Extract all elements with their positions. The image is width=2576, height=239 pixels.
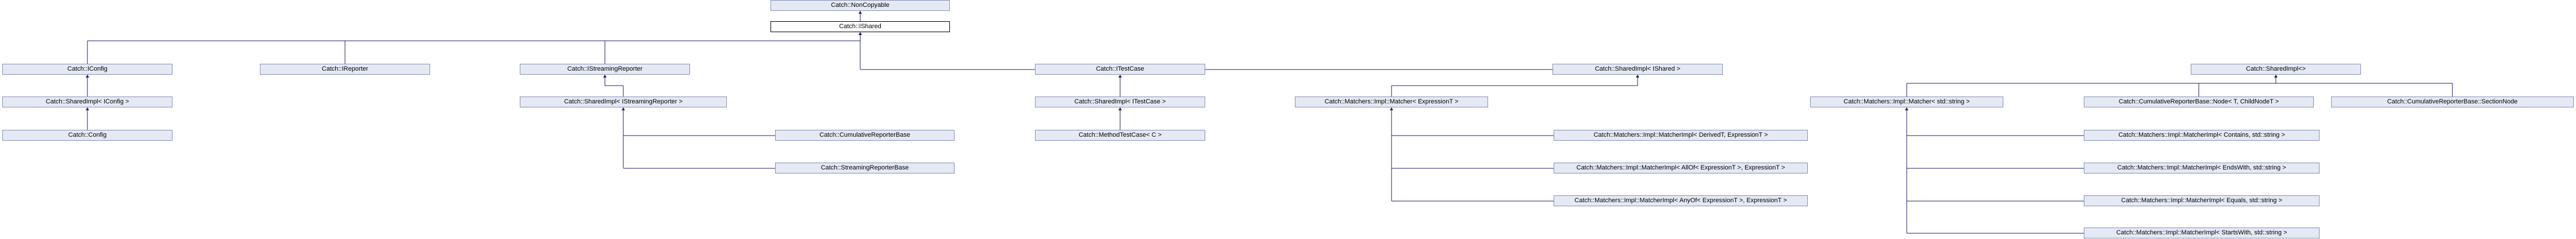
inheritance-arrowhead — [603, 75, 607, 78]
inheritance-arrowhead — [858, 32, 862, 35]
class-node[interactable]: Catch::CumulativeReporterBase — [775, 130, 954, 141]
class-node[interactable]: Catch::MethodTestCase< C > — [1035, 130, 1205, 141]
class-node[interactable]: Catch::NonCopyable — [770, 0, 950, 11]
class-node-label: Catch::CumulativeReporterBase — [819, 132, 910, 138]
class-node-label: Catch::Matchers::Impl::MatcherImpl< Deri… — [1593, 132, 1768, 138]
class-node-label: Catch::SharedImpl<> — [2246, 65, 2306, 72]
class-node-label: Catch::Matchers::Impl::MatcherImpl< AllO… — [1576, 164, 1785, 171]
inheritance-arrowhead — [1905, 107, 1908, 110]
inheritance-arrowhead — [858, 32, 862, 35]
inheritance-arrowhead — [2274, 75, 2278, 78]
class-node[interactable]: Catch::Matchers::Impl::Matcher< Expressi… — [1295, 97, 1488, 107]
class-node-label: Catch::Matchers::Impl::MatcherImpl< Ends… — [2117, 164, 2286, 171]
class-node[interactable]: Catch::StreamingReporterBase — [775, 163, 954, 174]
class-node-label: Catch::IReporter — [321, 65, 369, 72]
class-node-label: Catch::Matchers::Impl::MatcherImpl< Star… — [2116, 229, 2287, 236]
class-node-label: Catch::Config — [68, 132, 107, 138]
inheritance-arrowhead — [1636, 75, 1639, 78]
class-node-label: Catch::IStreamingReporter — [567, 65, 643, 72]
inheritance-arrowhead — [86, 107, 89, 110]
class-node-label: Catch::Matchers::Impl::MatcherImpl< Cont… — [2118, 132, 2285, 138]
class-node[interactable]: Catch::ITestCase — [1035, 64, 1205, 75]
class-node[interactable]: Catch::Matchers::Impl::MatcherImpl< AnyO… — [1554, 195, 1808, 206]
class-node-label: Catch::SharedImpl< IShared > — [1594, 65, 1681, 72]
class-node-label: Catch::StreamingReporterBase — [821, 164, 909, 171]
class-node-label: Catch::ITestCase — [1096, 65, 1144, 72]
inheritance-arrowhead — [1118, 75, 1122, 78]
class-node[interactable]: Catch::Config — [2, 130, 172, 141]
class-node-label: Catch::Matchers::Impl::Matcher< std::str… — [1843, 98, 1970, 105]
class-node[interactable]: Catch::Matchers::Impl::MatcherImpl< Deri… — [1554, 130, 1808, 141]
class-node-label: Catch::CumulativeReporterBase::Node< T, … — [2118, 98, 2279, 105]
class-node[interactable]: Catch::Matchers::Impl::MatcherImpl< Star… — [2084, 228, 2320, 238]
inheritance-arrowhead — [622, 107, 625, 110]
class-node-label: Catch::Matchers::Impl::MatcherImpl< Equa… — [2121, 197, 2282, 204]
class-node[interactable]: Catch::CumulativeReporterBase::Node< T, … — [2084, 97, 2314, 107]
class-node[interactable]: Catch::Matchers::Impl::Matcher< std::str… — [1810, 97, 2003, 107]
class-node-label: Catch::SharedImpl< IConfig > — [45, 98, 129, 105]
class-node-label: Catch::IShared — [839, 23, 881, 30]
class-node[interactable]: Catch::Matchers::Impl::MatcherImpl< AllO… — [1554, 163, 1808, 174]
class-node[interactable]: Catch::IConfig — [2, 64, 172, 75]
class-node[interactable]: Catch::IStreamingReporter — [520, 64, 690, 75]
class-node-label: Catch::CumulativeReporterBase::SectionNo… — [2387, 98, 2518, 105]
class-node[interactable]: Catch::SharedImpl< IConfig > — [2, 97, 172, 107]
inheritance-arrowhead — [1390, 107, 1393, 110]
class-node[interactable]: Catch::SharedImpl< IShared > — [1552, 64, 1723, 75]
inheritance-arrowhead — [86, 75, 89, 78]
class-node-label: Catch::IConfig — [67, 65, 108, 72]
class-node[interactable]: Catch::IShared — [770, 21, 950, 32]
class-node[interactable]: Catch::Matchers::Impl::MatcherImpl< Cont… — [2084, 130, 2320, 141]
class-node-label: Catch::Matchers::Impl::MatcherImpl< AnyO… — [1574, 197, 1787, 204]
class-node-label: Catch::SharedImpl< IStreamingReporter > — [564, 98, 683, 105]
class-node[interactable]: Catch::IReporter — [260, 64, 430, 75]
class-node-label: Catch::SharedImpl< ITestCase > — [1074, 98, 1166, 105]
class-node[interactable]: Catch::SharedImpl<> — [2191, 64, 2361, 75]
class-node[interactable]: Catch::Matchers::Impl::MatcherImpl< Ends… — [2084, 163, 2320, 174]
class-node[interactable]: Catch::SharedImpl< ITestCase > — [1035, 97, 1205, 107]
class-node-label: Catch::Matchers::Impl::Matcher< Expressi… — [1324, 98, 1459, 105]
class-node[interactable]: Catch::CumulativeReporterBase::SectionNo… — [2331, 97, 2574, 107]
class-node[interactable]: Catch::Matchers::Impl::MatcherImpl< Equa… — [2084, 195, 2320, 206]
class-node-label: Catch::NonCopyable — [831, 2, 890, 9]
inheritance-arrowhead — [1118, 107, 1122, 110]
class-node[interactable]: Catch::SharedImpl< IStreamingReporter > — [520, 97, 727, 107]
inheritance-arrowhead — [858, 11, 862, 14]
class-node-label: Catch::MethodTestCase< C > — [1078, 132, 1162, 138]
